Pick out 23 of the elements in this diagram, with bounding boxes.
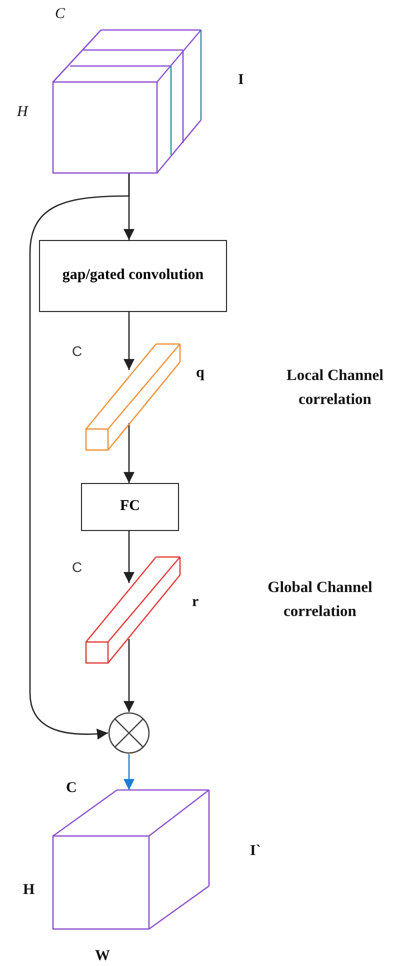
arrow <box>124 312 134 370</box>
annotation-text: Global Channel correlation <box>266 578 374 622</box>
dimension-label: q <box>196 365 204 382</box>
process-box <box>39 240 227 312</box>
arrow <box>124 531 134 583</box>
dimension-label: W <box>95 948 110 965</box>
dimension-label: H <box>23 882 35 899</box>
dimension-label: I <box>238 72 244 89</box>
box-label: FC <box>120 497 140 516</box>
dimension-label: C <box>55 6 66 23</box>
dimension-label: C <box>72 343 82 359</box>
arrow <box>124 754 134 790</box>
annotation-text: Local Channel correlation <box>286 366 384 410</box>
arrow <box>124 423 134 483</box>
dimension-label: C <box>66 780 77 797</box>
dimension-label: r <box>192 594 199 611</box>
arrow <box>124 639 134 712</box>
box-label: gap/gated convolution <box>62 266 204 286</box>
process-box <box>81 483 179 531</box>
dimension-label: I` <box>250 843 261 860</box>
arrow <box>29 173 130 740</box>
dimension-label: H <box>17 104 28 121</box>
dimension-label: C <box>72 559 82 575</box>
